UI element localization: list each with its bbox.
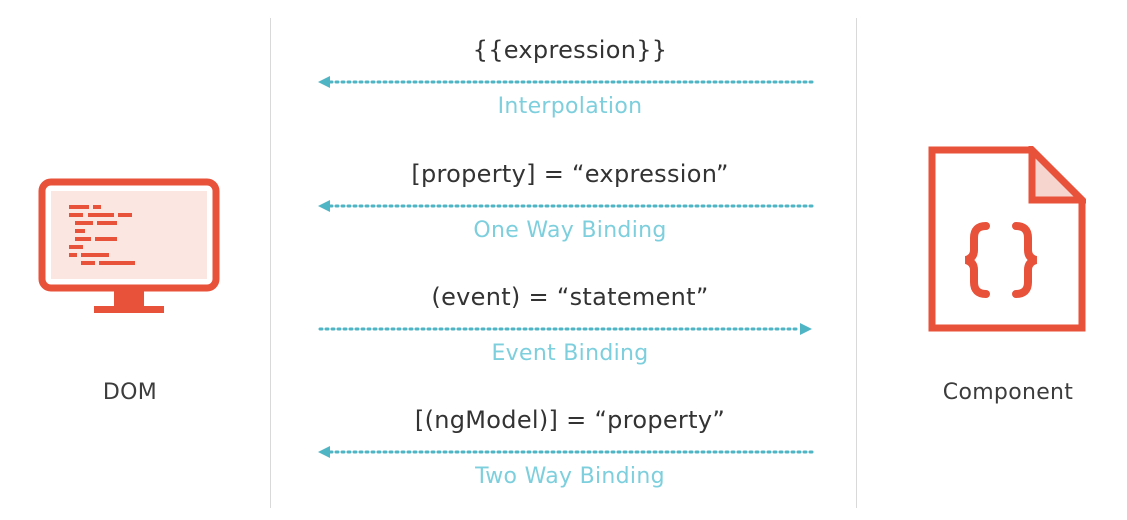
binding-syntax: {{expression}}	[472, 36, 668, 64]
binding-name: Event Binding	[491, 341, 649, 366]
binding-interpolation: {{expression}} Interpolation	[310, 36, 830, 136]
binding-name: One Way Binding	[473, 218, 667, 243]
binding-syntax: (event) = “statement”	[431, 283, 709, 311]
arrow-left-icon	[318, 76, 814, 88]
code-file-icon	[928, 141, 1091, 332]
dom-label: DOM	[102, 380, 158, 405]
arrow-left-icon	[318, 200, 814, 212]
arrow-right-icon	[318, 323, 812, 335]
arrow-left-icon	[318, 446, 814, 458]
right-divider	[856, 18, 857, 508]
binding-name: Interpolation	[497, 94, 643, 119]
binding-two-way: [(ngModel)] = “property” Two Way Binding	[310, 406, 830, 506]
component-label: Component	[942, 380, 1074, 405]
monitor-code-icon	[38, 178, 220, 318]
binding-name: Two Way Binding	[475, 464, 665, 489]
binding-event: (event) = “statement” Event Binding	[310, 283, 830, 383]
binding-syntax: [property] = “expression”	[411, 160, 729, 188]
binding-one-way: [property] = “expression” One Way Bindin…	[310, 160, 830, 260]
left-divider	[270, 18, 271, 508]
binding-syntax: [(ngModel)] = “property”	[414, 406, 726, 434]
